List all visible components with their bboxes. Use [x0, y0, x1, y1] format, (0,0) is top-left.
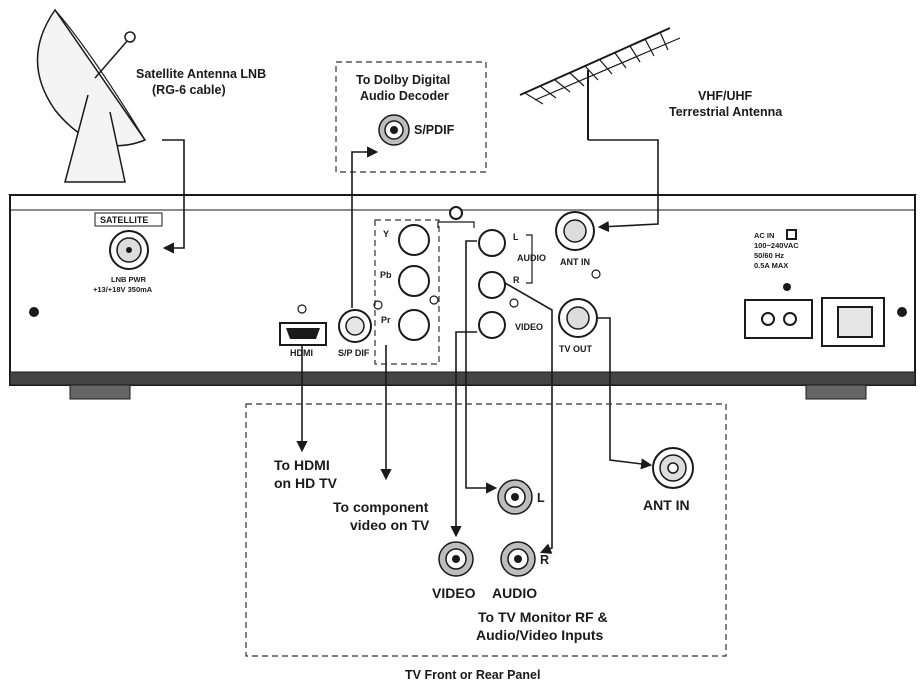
ac-inlet-icon: [744, 299, 813, 339]
dolby-decoder-box: [335, 61, 487, 173]
audio-l-cable: [465, 240, 498, 494]
tv-ant-in-label: ANT IN: [643, 497, 690, 513]
audio-r-cable: [504, 282, 553, 554]
dolby-label: To Dolby Digital Audio Decoder: [356, 73, 454, 103]
satellite-port-label: SATELLITE: [100, 215, 148, 225]
ant-in-rear-connector-icon: [555, 211, 595, 251]
tv-audio-r-jack-icon: [500, 541, 536, 577]
receiver-rear-panel: [7, 194, 918, 400]
satellite-dish-icon: [36, 8, 147, 183]
video-jack-icon: [478, 311, 506, 339]
audio-r-jack-icon: [478, 271, 506, 299]
component-y-jack-icon: [398, 224, 430, 256]
satellite-port-frame: [94, 212, 163, 227]
tv-r-label: R: [540, 553, 549, 567]
terrestrial-cable: [588, 139, 659, 233]
ground-screw-icon: [783, 283, 791, 291]
spdif-jack-icon: [378, 114, 410, 146]
satellite-cable: [162, 139, 185, 254]
tv-audio-label: AUDIO: [492, 585, 537, 601]
tv-video-label: VIDEO: [432, 585, 476, 601]
hdmi-port-icon: [279, 322, 327, 346]
tv-out-connector-icon: [558, 298, 598, 338]
component-pr-jack-icon: [398, 309, 430, 341]
spdif-rear-label: S/P DIF: [338, 348, 370, 358]
audio-l-jack-icon: [478, 229, 506, 257]
tv-ant-in-connector-icon: [652, 447, 694, 489]
component-group-frame: [374, 219, 440, 365]
ac-in-label: AC IN 100~240VAC 50/60 Hz 0.5A MAX: [754, 231, 801, 270]
tv-l-label: L: [537, 491, 545, 505]
lnb-pwr-label: LNB PWR +13/+18V 350mA: [93, 275, 153, 294]
tv-out-label: TV OUT: [559, 344, 593, 354]
satellite-antenna-label: Satellite Antenna LNB (RG-6 cable): [136, 67, 270, 97]
rf-cable: [597, 317, 653, 470]
audio-group-label: AUDIO: [517, 253, 546, 263]
component-pr-label: Pr: [381, 315, 391, 325]
spdif-cable: [351, 146, 379, 308]
tv-audio-l-jack-icon: [497, 479, 533, 515]
to-hdmi-label: To HDMI on HD TV: [274, 457, 338, 491]
tv-panel-box: [245, 403, 727, 657]
video-cable: [450, 331, 477, 538]
hdmi-led-icon: [297, 304, 307, 314]
satellite-f-connector-icon: [109, 230, 149, 270]
spdif-top-label: S/PDIF: [414, 123, 455, 137]
tv-video-jack-icon: [438, 541, 474, 577]
video-label: VIDEO: [515, 322, 543, 332]
to-tv-monitor-label: To TV Monitor RF & Audio/Video Inputs: [476, 609, 612, 643]
double-insulation-icon: [786, 229, 797, 240]
audio-r-label: R: [513, 275, 520, 285]
terrestrial-antenna-icon: [519, 27, 681, 140]
component-pb-jack-icon: [398, 265, 430, 297]
audio-l-label: L: [513, 232, 519, 242]
component-y-label: Y: [383, 229, 389, 239]
ant-in-rear-label: ANT IN: [560, 257, 590, 267]
to-component-label: To component video on TV: [333, 499, 432, 533]
vhf-uhf-label: VHF/UHF Terrestrial Antenna: [669, 89, 783, 119]
component-pb-label: Pb: [380, 270, 392, 280]
tv-panel-label: TV Front or Rear Panel: [405, 668, 540, 682]
spdif-rear-jack-icon: [338, 309, 372, 343]
power-switch-icon: [821, 297, 885, 347]
